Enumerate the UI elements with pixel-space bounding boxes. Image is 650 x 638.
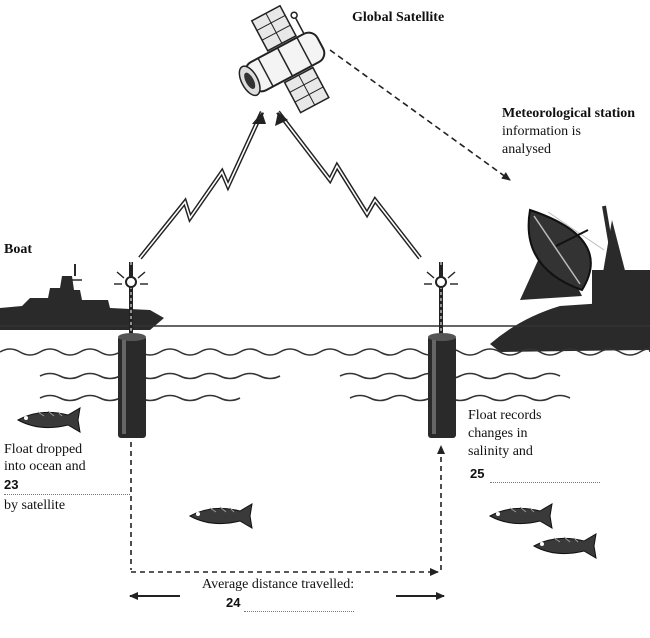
fish-icon [488, 503, 553, 529]
float-records-line-3: salinity and [468, 444, 533, 459]
fish-icon [532, 533, 597, 559]
question-24-number: 24 [226, 595, 241, 610]
question-23-number: 23 [4, 477, 19, 492]
float-right-icon [424, 262, 458, 438]
ocean-waves [0, 348, 650, 402]
satellite-icon [238, 4, 330, 114]
question-25-number: 25 [470, 466, 485, 481]
satellite-dish-icon [490, 205, 650, 352]
boat-icon [0, 264, 164, 330]
satellite-label: Global Satellite [352, 10, 445, 25]
question-23-blank[interactable] [4, 494, 130, 495]
distance-path [130, 442, 445, 576]
station-title: Meteorological station [502, 106, 636, 121]
station-line-2: analysed [502, 142, 551, 157]
float-dropped-line-1: Float dropped [4, 442, 83, 457]
boat-label: Boat [4, 242, 32, 257]
float-dropped-line-3: by satellite [4, 498, 66, 513]
fish-icon [16, 407, 81, 433]
question-25-blank[interactable] [490, 482, 600, 483]
satellite-to-station-arrow [329, 49, 511, 181]
float-dropped-line-2: into ocean and [4, 459, 86, 474]
question-24-blank[interactable] [244, 611, 354, 612]
distance-label: Average distance travelled: [202, 577, 355, 592]
station-line-1: information is [502, 124, 581, 139]
fish-icon [188, 503, 253, 529]
float-records-line-1: Float records [468, 408, 542, 423]
signal-left-icon [138, 111, 266, 260]
float-records-line-2: changes in [468, 426, 528, 441]
signal-right-icon [275, 110, 422, 260]
float-left-icon [114, 262, 148, 438]
